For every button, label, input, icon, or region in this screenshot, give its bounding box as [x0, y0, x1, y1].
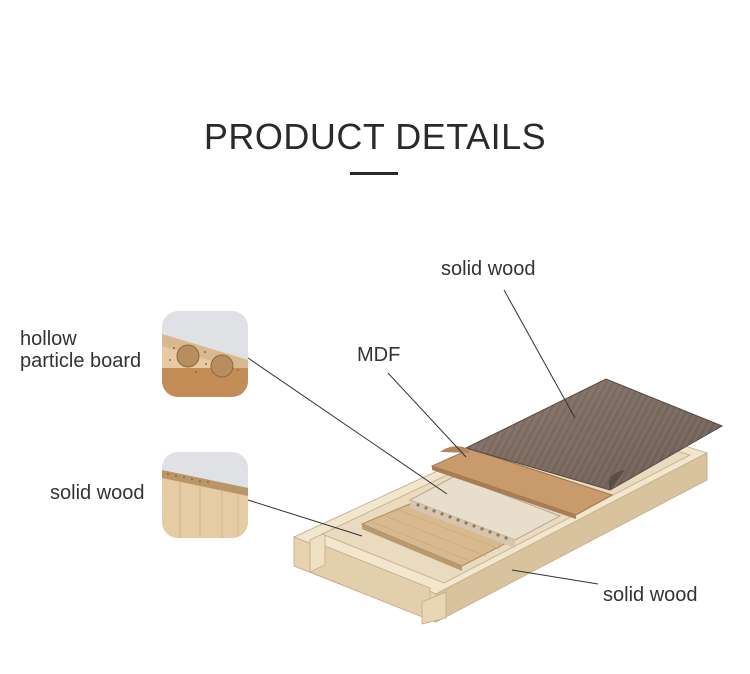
hollow-particle-board-label: hollow particle board — [20, 328, 141, 372]
solid-wood-top-label: solid wood — [441, 258, 536, 280]
solid-wood-left-label: solid wood — [50, 482, 145, 504]
hollow-particle-board-thumbnail — [162, 311, 248, 397]
hollow-particle-board-label-line1: hollow — [20, 328, 141, 350]
hollow-particle-board-label-line2: particle board — [20, 350, 141, 372]
mdf-label: MDF — [357, 344, 400, 366]
solid-wood-thumbnail — [162, 452, 248, 538]
solid-wood-bottom-label: solid wood — [603, 584, 698, 606]
